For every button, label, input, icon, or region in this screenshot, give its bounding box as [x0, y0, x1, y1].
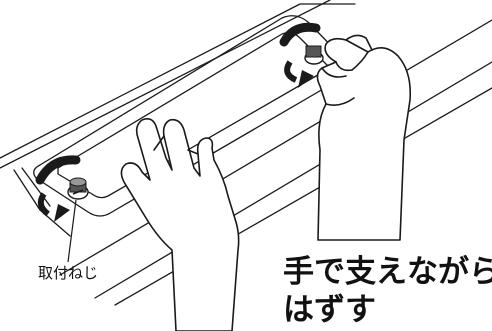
ceiling-edge-2: [94, 61, 492, 299]
instruction-text-line2: はずす: [283, 292, 376, 328]
screw-leader-line: [67, 199, 77, 263]
screw-icon: [67, 177, 89, 200]
screw-label: 取付ねじ: [38, 264, 99, 282]
screw-icon-right: [304, 45, 324, 65]
ceiling-edge: [59, 19, 492, 276]
hand-icon-right: [316, 34, 412, 241]
rotate-arrow-icon-right: [279, 22, 321, 88]
hand-icon-left: [120, 118, 240, 331]
outer-frame-lower: [0, 0, 331, 169]
caption-background: [270, 244, 492, 331]
rotate-arrow-icon-left: [35, 155, 81, 222]
outer-frame: [0, 3, 356, 159]
instruction-text-line1: 手で支えながら: [283, 254, 492, 290]
